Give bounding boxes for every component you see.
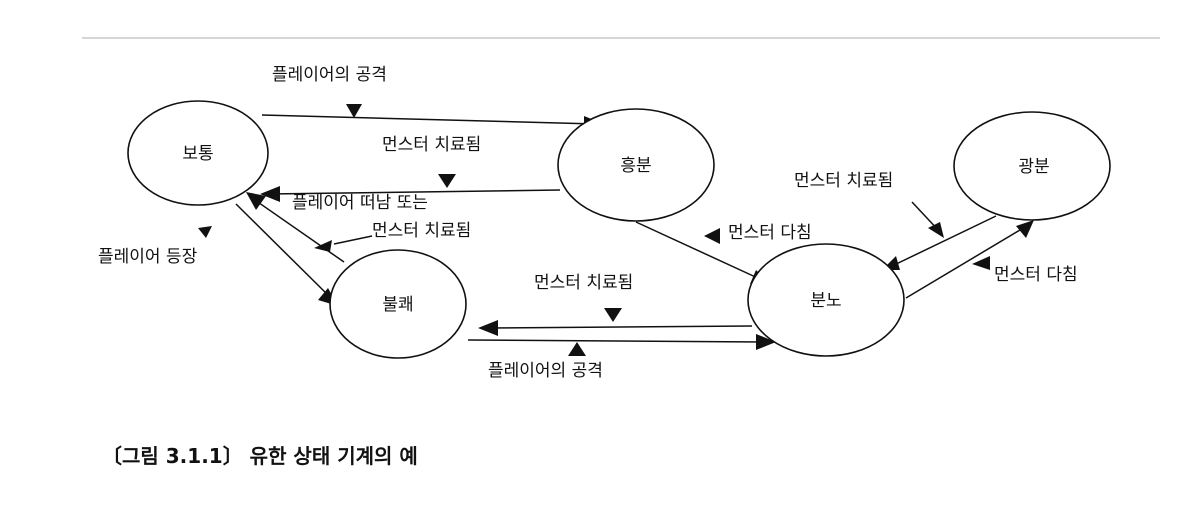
label-monster-healed-bottom: 먼스터 치료됨 <box>534 273 633 293</box>
label-monster-hurt-right: 먼스터 다침 <box>994 265 1078 285</box>
transition-labels: 플레이어의 공격 먼스터 치료됨 플레이어 떠남 또는 먼스터 치료됨 플레이어… <box>98 65 1078 381</box>
label-player-appears: 플레이어 등장 <box>98 247 198 267</box>
state-node-rage: 광분 <box>953 111 1111 221</box>
pointer-monster-healed-left <box>333 235 373 245</box>
label-monster-healed-left: 먼스터 치료됨 <box>372 221 471 241</box>
arrowhead-excited-to-normal <box>260 186 280 202</box>
marker-monster-hurt-center <box>704 228 720 244</box>
state-node-angry: 분노 <box>747 243 905 357</box>
label-monster-hurt-center: 먼스터 다침 <box>728 223 812 243</box>
state-normal-ellipse <box>127 100 269 206</box>
state-node-excited: 흥분 <box>557 108 715 222</box>
label-player-attack-top: 플레이어의 공격 <box>272 65 387 85</box>
state-rage-ellipse <box>953 111 1111 221</box>
arrowhead-angry-to-rage <box>1016 220 1034 238</box>
marker-monster-healed-left <box>314 240 332 252</box>
arrowhead-uneasy-to-normal <box>246 192 266 210</box>
label-monster-healed-top: 먼스터 치료됨 <box>382 135 481 155</box>
state-node-normal: 보통 <box>127 100 269 206</box>
label-player-leaves-or: 플레이어 떠남 또는 <box>292 193 428 213</box>
marker-player-appears <box>198 226 212 238</box>
marker-monster-healed-top <box>438 174 456 188</box>
edge-normal-to-uneasy <box>235 203 334 301</box>
edge-angry-to-rage <box>905 223 1031 299</box>
label-player-attack-bottom: 플레이어의 공격 <box>488 361 603 381</box>
edge-rage-to-angry <box>889 215 997 268</box>
state-angry-label: 분노 <box>810 291 841 311</box>
state-excited-ellipse <box>557 108 715 222</box>
marker-monster-hurt-right <box>972 256 990 270</box>
edge-normal-to-excited <box>261 114 597 125</box>
state-uneasy-label: 불쾌 <box>382 295 413 315</box>
arrowhead-uneasy-to-angry <box>756 334 776 350</box>
state-node-uneasy: 불쾌 <box>329 249 467 359</box>
edge-uneasy-to-angry <box>467 339 769 343</box>
marker-monster-healed-bottom <box>604 308 622 322</box>
edge-excited-to-angry <box>635 221 763 281</box>
label-monster-healed-right: 먼스터 치료됨 <box>794 171 893 191</box>
state-rage-label: 광분 <box>1018 157 1049 177</box>
figure-caption: 〔그림 3.1.1〕 유한 상태 기계의 예 <box>102 444 418 468</box>
edge-excited-to-normal <box>267 189 561 195</box>
edge-angry-to-uneasy <box>485 325 753 329</box>
state-normal-label: 보통 <box>182 144 213 164</box>
arrowhead-angry-to-uneasy <box>478 320 498 336</box>
marker-player-attack-bottom <box>568 342 586 356</box>
marker-monster-healed-right <box>928 222 944 238</box>
state-excited-label: 흥분 <box>620 156 651 176</box>
state-angry-ellipse <box>747 243 905 357</box>
state-uneasy-ellipse <box>329 249 467 359</box>
marker-player-attack-top <box>346 104 362 118</box>
transition-lines <box>235 114 1031 343</box>
